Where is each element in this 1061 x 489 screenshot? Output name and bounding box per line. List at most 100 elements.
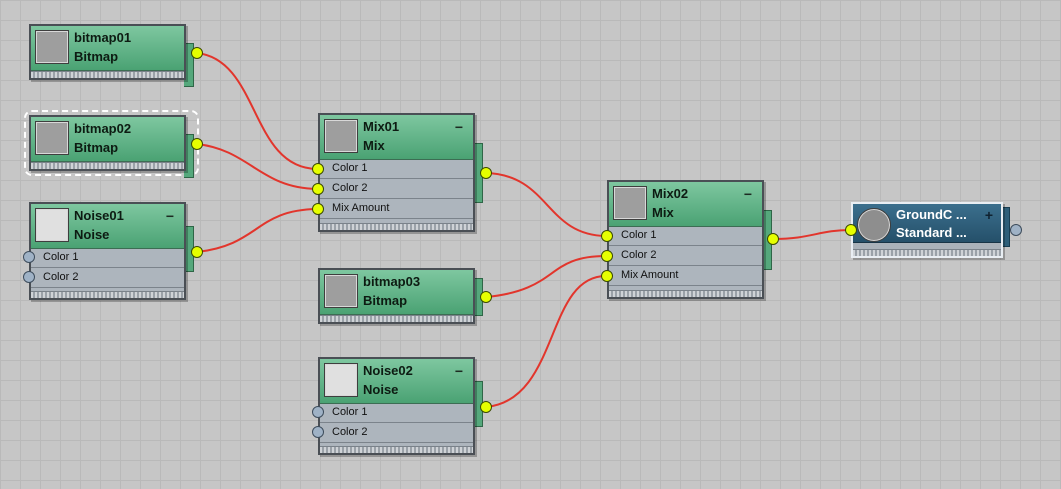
- slot-label: Mix Amount: [621, 269, 679, 281]
- mix-thumbnail: [324, 119, 358, 153]
- node-footer: [320, 223, 473, 230]
- bitmap-thumbnail: [35, 30, 69, 64]
- node-tab: [1001, 207, 1010, 247]
- input-slot-color2: Color 2: [320, 423, 473, 443]
- input-slot-color1: Color 1: [320, 403, 473, 423]
- input-port-color1[interactable]: [312, 406, 324, 418]
- node-type: Mix: [652, 205, 674, 220]
- minus-icon[interactable]: −: [454, 363, 463, 379]
- input-slot-color2: Color 2: [31, 268, 184, 288]
- minus-icon[interactable]: −: [165, 208, 174, 224]
- input-port-color1[interactable]: [601, 230, 613, 242]
- slot-label: Color 2: [332, 182, 368, 194]
- input-port[interactable]: [845, 224, 857, 236]
- wire-bitmap03-to-mix02-color2[interactable]: [485, 255, 607, 298]
- wire-bitmap02-to-mix01-color2[interactable]: [196, 143, 318, 190]
- node-type: Bitmap: [363, 293, 408, 308]
- node-title: Noise02: [363, 363, 413, 378]
- slot-label: Mix Amount: [332, 202, 390, 214]
- noise-thumbnail: [35, 208, 69, 242]
- input-port-color2[interactable]: [312, 426, 324, 438]
- output-port[interactable]: [480, 401, 492, 413]
- output-port[interactable]: [767, 233, 779, 245]
- node-footer: [609, 290, 762, 297]
- minus-icon[interactable]: −: [454, 119, 463, 135]
- output-port[interactable]: [191, 138, 203, 150]
- node-noise01[interactable]: Noise01 Noise − Color 1 Color 2: [23, 202, 203, 300]
- node-title: bitmap02: [74, 121, 132, 136]
- node-header[interactable]: Mix02 Mix −: [609, 182, 762, 227]
- node-footer: [31, 291, 184, 298]
- node-footer: [320, 315, 473, 322]
- mix-thumbnail: [613, 186, 647, 220]
- input-port-mix-amount[interactable]: [312, 203, 324, 215]
- output-port[interactable]: [191, 246, 203, 258]
- node-footer: [320, 446, 473, 453]
- bitmap-thumbnail: [324, 274, 358, 308]
- input-port-color1[interactable]: [312, 163, 324, 175]
- input-port-color1[interactable]: [23, 251, 35, 263]
- node-footer: [31, 71, 184, 78]
- node-type: Noise: [74, 227, 110, 242]
- slot-label: Color 1: [332, 162, 368, 174]
- node-bitmap02[interactable]: bitmap02 Bitmap: [29, 115, 203, 178]
- wire-mix01-to-mix02-color1[interactable]: [485, 172, 607, 237]
- node-mix01[interactable]: Mix01 Mix − Color 1 Color 2 Mix Amount: [312, 113, 492, 232]
- input-port-color2[interactable]: [312, 183, 324, 195]
- node-header[interactable]: Noise02 Noise −: [320, 359, 473, 404]
- node-noise02[interactable]: Noise02 Noise − Color 1 Color 2: [312, 357, 492, 455]
- node-header[interactable]: Mix01 Mix −: [320, 115, 473, 160]
- noise-thumbnail: [324, 363, 358, 397]
- output-port[interactable]: [480, 291, 492, 303]
- slot-label: Color 2: [332, 426, 368, 438]
- output-port[interactable]: [191, 47, 203, 59]
- node-header[interactable]: Noise01 Noise −: [31, 204, 184, 249]
- wire-noise01-to-mix01-mixamount[interactable]: [196, 208, 318, 253]
- node-type: Bitmap: [74, 140, 119, 155]
- node-groundcover[interactable]: GroundC ... Standard ... +: [845, 202, 1022, 258]
- node-footer: [853, 249, 1001, 256]
- input-slot-color2: Color 2: [320, 179, 473, 199]
- node-mix02[interactable]: Mix02 Mix − Color 1 Color 2 Mix Amount: [601, 180, 779, 299]
- input-port-color2[interactable]: [23, 271, 35, 283]
- node-title: GroundC ...: [896, 207, 967, 222]
- input-port-mix-amount[interactable]: [601, 270, 613, 282]
- wire-mix02-to-groundcover[interactable]: [773, 229, 851, 240]
- input-slot-color1: Color 1: [609, 226, 762, 246]
- node-header[interactable]: bitmap03 Bitmap: [320, 270, 473, 315]
- node-type: Mix: [363, 138, 385, 153]
- node-title: Mix02: [652, 186, 689, 201]
- minus-icon[interactable]: −: [743, 186, 752, 202]
- input-slot-color1: Color 1: [31, 248, 184, 268]
- slot-label: Color 1: [43, 251, 79, 263]
- slot-label: Color 1: [621, 229, 657, 241]
- node-type: Standard ...: [896, 225, 967, 240]
- node-type: Noise: [363, 382, 399, 397]
- slot-label: Color 2: [621, 249, 657, 261]
- node-type: Bitmap: [74, 49, 119, 64]
- output-port[interactable]: [1010, 224, 1022, 236]
- node-bitmap03[interactable]: bitmap03 Bitmap: [318, 268, 492, 324]
- slot-label: Color 1: [332, 406, 368, 418]
- node-title: Noise01: [74, 208, 124, 223]
- input-slot-mix-amount: Mix Amount: [320, 199, 473, 219]
- node-title: bitmap03: [363, 274, 421, 289]
- node-header[interactable]: bitmap02 Bitmap: [31, 117, 184, 162]
- node-tab: [184, 134, 194, 178]
- node-tab: [184, 43, 194, 87]
- wire-noise02-to-mix02-mixamount[interactable]: [485, 275, 607, 408]
- node-title: bitmap01: [74, 30, 132, 45]
- wire-bitmap01-to-mix01-color1[interactable]: [196, 52, 318, 170]
- node-title: Mix01: [363, 119, 400, 134]
- node-header[interactable]: bitmap01 Bitmap: [31, 26, 184, 71]
- slot-label: Color 2: [43, 271, 79, 283]
- node-footer: [31, 162, 184, 169]
- plus-icon[interactable]: +: [984, 207, 993, 223]
- material-sphere-thumbnail: [857, 208, 891, 242]
- input-port-color2[interactable]: [601, 250, 613, 262]
- output-port[interactable]: [480, 167, 492, 179]
- node-bitmap01[interactable]: bitmap01 Bitmap: [29, 24, 203, 87]
- input-slot-color2: Color 2: [609, 246, 762, 266]
- node-header[interactable]: GroundC ... Standard ... +: [853, 204, 1001, 243]
